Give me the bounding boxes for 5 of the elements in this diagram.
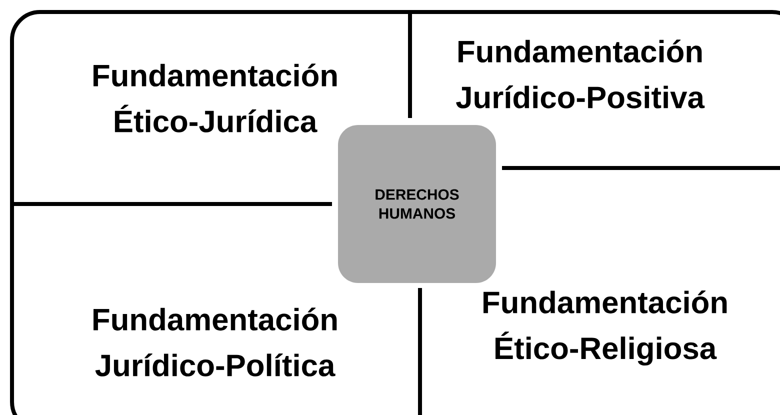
quadrant-title: Fundamentación Jurídico-Política [94, 308, 337, 376]
quadrant-title: Fundamentación Jurídico-Positiva [456, 40, 705, 108]
center-box: DERECHOS HUMANOS [338, 125, 496, 283]
quadrant-title: Fundamentación Ético-Religiosa [484, 290, 727, 366]
quadrant-title: Fundamentación Ético-Jurídica [94, 64, 337, 132]
